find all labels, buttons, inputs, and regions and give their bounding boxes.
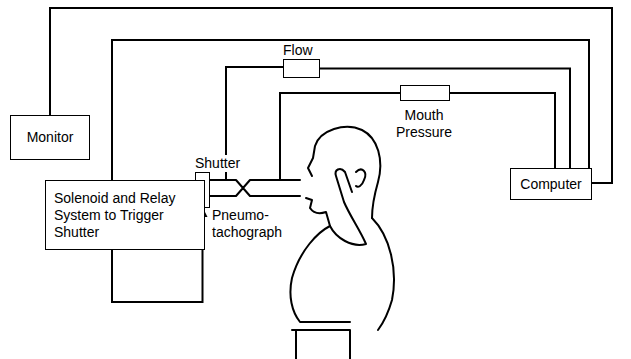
person-arm	[330, 169, 366, 245]
node-label: Mouth Pressure	[385, 107, 463, 141]
pressure-tap-line	[280, 93, 401, 180]
person-body	[290, 218, 394, 330]
pneumotachograph	[210, 180, 300, 196]
node-label: Monitor	[19, 129, 81, 146]
part-name: Pneumo- tachograph	[212, 207, 286, 241]
transducer-rect	[400, 85, 450, 101]
chair	[292, 330, 350, 359]
node-label: Computer	[519, 176, 583, 193]
transducer-rect	[283, 59, 320, 78]
computer-box: Computer	[510, 168, 592, 200]
node-label: Shutter	[195, 155, 240, 172]
wire	[112, 40, 589, 180]
wire	[320, 69, 570, 169]
monitor-box: Monitor	[10, 115, 90, 160]
pressure-transducer: Mouth Pressure	[385, 85, 463, 141]
node-label: Flow	[283, 42, 313, 59]
wire	[450, 93, 555, 168]
person-face	[306, 198, 330, 226]
wire	[50, 8, 612, 183]
node-label: Solenoid and Relay System to Trigger Shu…	[54, 190, 196, 241]
flow-transducer: Flow	[283, 42, 343, 78]
solenoid-box: Solenoid and Relay System to Trigger Shu…	[45, 180, 205, 250]
person-ear	[356, 170, 365, 187]
